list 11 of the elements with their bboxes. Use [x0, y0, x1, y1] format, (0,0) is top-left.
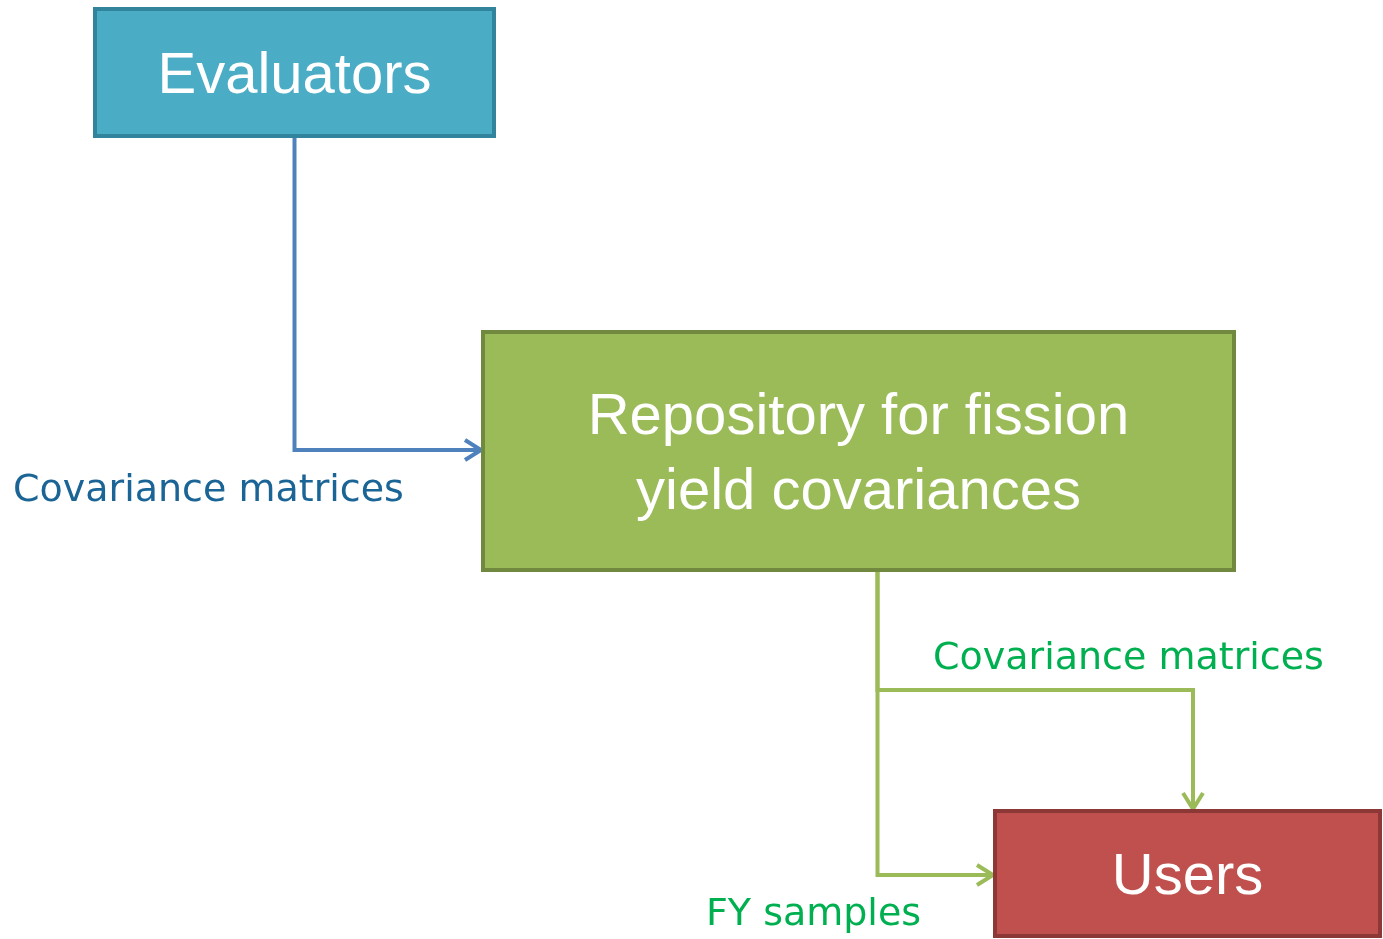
box-label: Repository for fission yield covariances [586, 379, 1131, 523]
process-box [993, 809, 1382, 938]
arrow [875, 572, 995, 887]
process-box [481, 330, 1236, 572]
arrow [292, 138, 483, 462]
edge-label: FY samples [706, 890, 922, 934]
edge-label: Covariance matrices [933, 634, 1324, 678]
edge-label: Covariance matrices [13, 466, 404, 510]
box-label: Evaluators [157, 38, 432, 107]
process-box [93, 7, 496, 138]
box-label: Users [1111, 839, 1264, 908]
